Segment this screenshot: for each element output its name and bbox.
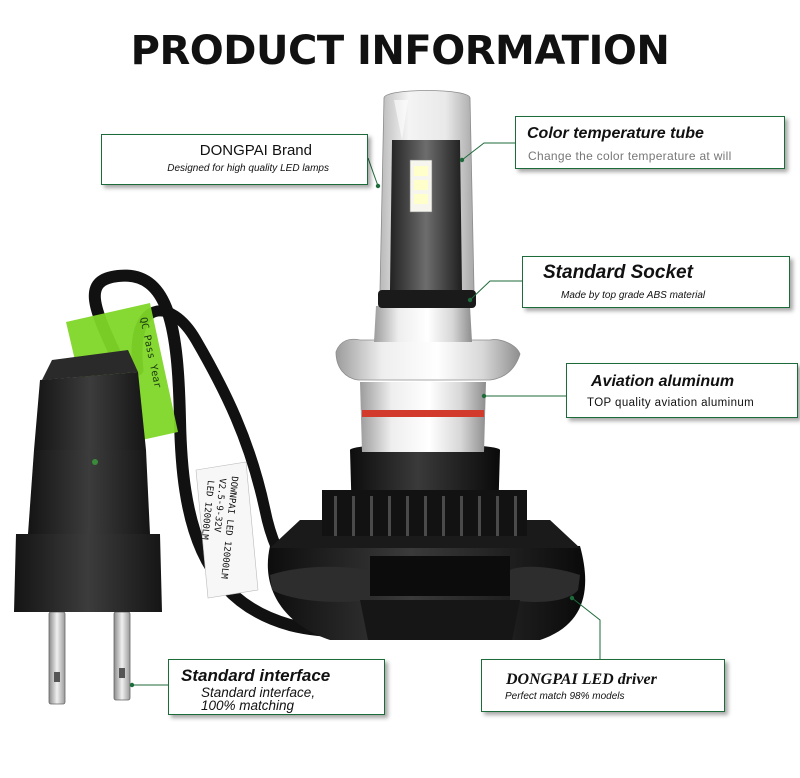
leader-dot bbox=[375, 183, 381, 189]
leader-dot bbox=[129, 682, 135, 688]
callout-socket-subtitle: Made by top grade ABS material bbox=[561, 290, 706, 301]
callout-color-tube-title: Color temperature tube bbox=[527, 125, 704, 142]
callout-color-tube: Color temperature tube Change the color … bbox=[515, 116, 785, 169]
page-title: PRODUCT INFORMATION bbox=[130, 28, 670, 74]
callout-interface-subtitle: Standard interface, 100% matching bbox=[201, 685, 316, 713]
heatsink bbox=[267, 444, 586, 640]
callout-interface-title: Standard interface bbox=[181, 666, 331, 685]
callout-brand-subtitle: Designed for high quality LED lamps bbox=[167, 163, 329, 174]
leader-dot bbox=[569, 595, 575, 601]
callout-socket-title: Standard Socket bbox=[543, 262, 693, 283]
callout-driver: DONGPAI LED driver Perfect match 98% mod… bbox=[481, 659, 725, 712]
callout-brand-title: DONGPAI Brand bbox=[199, 142, 312, 159]
leader-dot bbox=[459, 157, 465, 163]
callout-driver-subtitle: Perfect match 98% models bbox=[505, 691, 625, 702]
aluminum-collar bbox=[335, 306, 521, 452]
bulb-tube bbox=[378, 90, 476, 308]
callout-aluminum-subtitle: TOP quality aviation aluminum bbox=[587, 397, 755, 409]
callout-aluminum-title: Aviation aluminum bbox=[591, 373, 735, 390]
callout-socket: Standard Socket Made by top grade ABS ma… bbox=[522, 256, 790, 308]
leader-dot bbox=[467, 297, 473, 303]
callout-driver-title: DONGPAI LED driver bbox=[506, 671, 657, 688]
leader-dot bbox=[481, 393, 487, 399]
wire-label: DOWNPAI LED 12000LM V2.5-9-32V LED 12000… bbox=[195, 461, 259, 599]
leader-lines bbox=[132, 142, 601, 686]
callout-color-tube-subtitle: Change the color temperature at will bbox=[528, 149, 732, 163]
callout-brand: DONGPAI Brand Designed for high quality … bbox=[101, 134, 368, 185]
callout-aluminum: Aviation aluminum TOP quality aviation a… bbox=[566, 363, 798, 418]
h7-plug bbox=[14, 350, 162, 705]
callout-interface: Standard interface Standard interface, 1… bbox=[168, 659, 385, 715]
